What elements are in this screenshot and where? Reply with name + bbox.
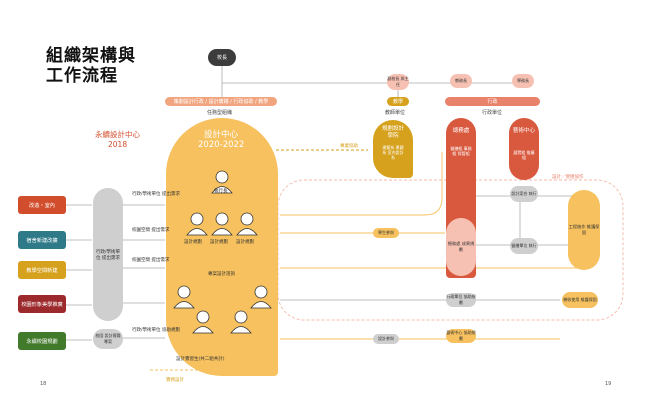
general-affairs-body: 營繕組 事務組 保管組 xyxy=(450,146,472,156)
right-dashed-label: 設計／營繕協作 xyxy=(552,175,584,180)
spine-box: 總務處 成果規劃 xyxy=(446,218,476,276)
exec-label: 執行長 xyxy=(214,189,228,194)
left-item-dorm: 宿舍新建改擴 xyxy=(18,231,66,249)
right-col-bot: 行政單位 協助規劃 xyxy=(446,293,476,307)
admin-request-capsule: 行政/學術單位 提出需求 xyxy=(93,188,123,321)
general-affairs-name: 總務處 xyxy=(452,128,470,134)
left-item-sustainable: 永續校園規劃 xyxy=(18,332,66,350)
member-label: 設計規劃 xyxy=(210,240,228,245)
member-avatar-icon xyxy=(234,210,260,236)
left-output-label: 校園空間 提出需求 xyxy=(132,258,170,263)
college-name: 規劃設計學院 xyxy=(381,126,404,139)
design-participation-pill: 設計參與 xyxy=(373,334,399,344)
far-right-box2: 驗收使用 維護保固 xyxy=(562,292,598,308)
vice-president-node: 副校長 與主任 xyxy=(387,74,409,90)
bottom-dashed-label: 實務設計 xyxy=(166,378,184,383)
college-body: 建築系 景觀系 室內設計系 xyxy=(382,145,404,160)
college-capsule xyxy=(373,120,413,178)
bottom-left-sub: 行政/學術單位 協助規劃 xyxy=(132,328,180,333)
design-center-years: 2020-2022 xyxy=(198,140,245,150)
specialist-avatar-icon xyxy=(171,283,197,309)
member-avatar-icon xyxy=(209,210,235,236)
specialist-avatar-icon xyxy=(228,308,254,334)
student-participation-pill: 學生參與 xyxy=(373,228,399,238)
page-title-line1: 組織架構與 xyxy=(46,46,136,66)
member-avatar-icon xyxy=(184,210,210,236)
left-output-label: 行政/學術單位 提出需求 xyxy=(132,192,180,197)
page-number-right: 19 xyxy=(605,381,612,387)
specialists-label: 專案設計諮詢 xyxy=(208,272,235,277)
precursor-name: 永續設計中心 xyxy=(95,130,140,139)
precursor-year: 2018 xyxy=(108,140,128,149)
left-item-teaching-space: 教學空間新建 xyxy=(18,261,66,279)
page-number-left: 18 xyxy=(40,381,47,387)
council-node: 校長 xyxy=(208,49,236,66)
student-team-label: 設計實習生(共二組共計) xyxy=(176,357,225,362)
right-col-mid: 營繕單位 執行 xyxy=(510,238,538,254)
design-center-capsule xyxy=(166,118,278,376)
specialist-avatar-icon xyxy=(248,283,274,309)
right-col-bot2: 藝術中心 協助規劃 xyxy=(446,329,476,343)
arrow-label-top: 專業協助 xyxy=(340,144,358,149)
left-output-label: 校園空間 提出需求 xyxy=(132,228,170,233)
member-label: 設計規劃 xyxy=(184,240,202,245)
right-col-top: 設計案合 執行 xyxy=(510,186,538,202)
left-item-renovation: 改造・室內 xyxy=(18,196,66,214)
task-banner-sub: 任務型組織 xyxy=(207,110,233,116)
student-affairs-node: 學務長 xyxy=(512,74,534,88)
bottom-left-project: 校園 設計實踐專案 xyxy=(93,329,123,349)
admin-banner: 行政 xyxy=(445,97,540,106)
teaching-banner: 教學 xyxy=(387,97,409,106)
admin-sub: 行政單位 xyxy=(482,110,503,116)
art-center-capsule xyxy=(509,118,539,180)
design-center-title: 設計中心 xyxy=(204,130,239,140)
art-center-name: 藝術中心 xyxy=(512,128,535,134)
left-item-campus-image: 校園形象美學推廣 xyxy=(18,295,66,313)
art-center-body: 展覽組 推廣組 xyxy=(513,150,535,160)
exec-avatar-icon xyxy=(209,168,235,194)
member-label: 設計規劃 xyxy=(236,240,254,245)
teaching-sub: 教師單位 xyxy=(385,110,406,116)
specialist-avatar-icon xyxy=(190,308,216,334)
provost-node: 教務長 xyxy=(450,74,472,88)
task-banner: 策劃設計行政 / 設計實踐 / 行政協助 / 教學 xyxy=(165,97,277,106)
page-title-line2: 工作流程 xyxy=(46,66,118,86)
far-right-box1: 工程施作 維護保固 xyxy=(568,190,600,270)
